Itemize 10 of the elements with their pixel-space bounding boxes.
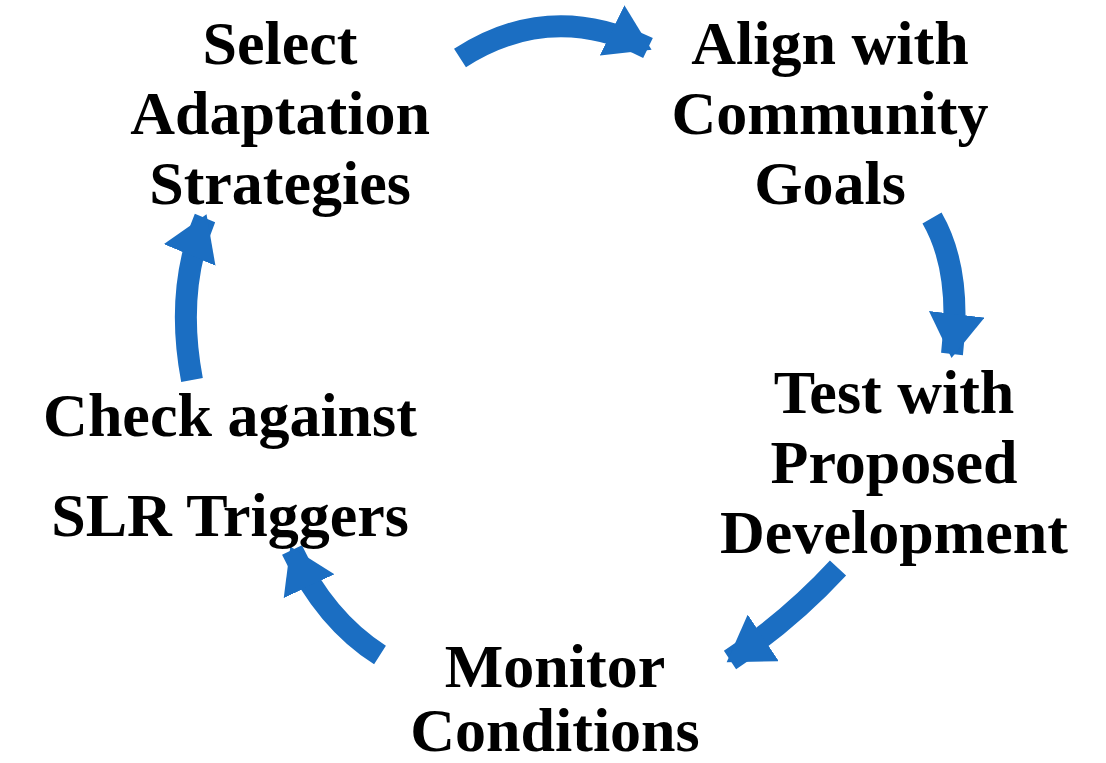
step-label: Monitor Conditions xyxy=(409,633,701,762)
step-label: Check against SLR Triggers xyxy=(42,380,418,551)
curved-arrow xyxy=(454,6,653,68)
curved-arrow xyxy=(723,560,846,670)
curved-arrow xyxy=(922,212,984,358)
step-label: Test with Proposed Development xyxy=(719,357,1069,567)
curved-arrow xyxy=(164,214,217,382)
curved-arrow xyxy=(282,545,387,665)
step-label: Align with Community Goals xyxy=(670,8,990,218)
step-label: Select Adaptation Strategies xyxy=(129,8,431,218)
